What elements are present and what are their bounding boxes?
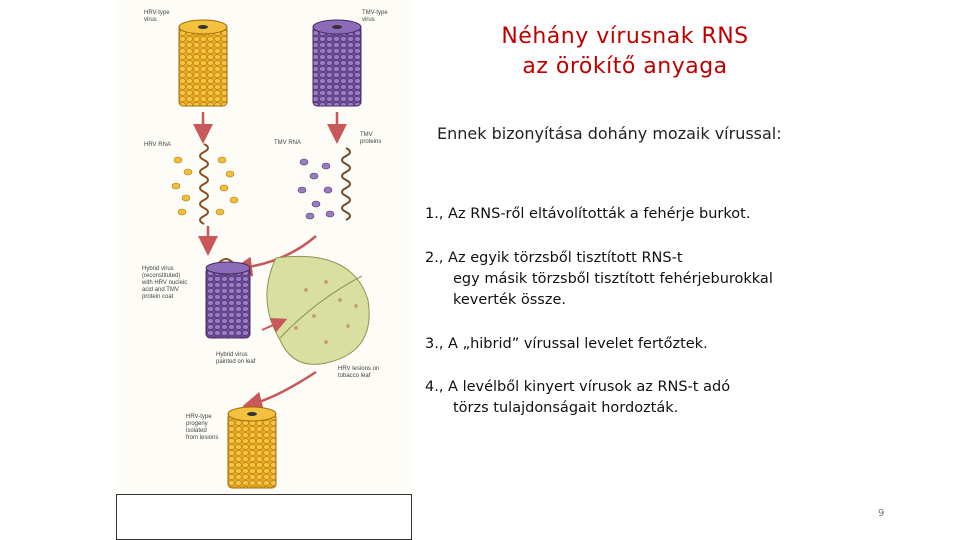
label-tmv-proteins: TMV proteins bbox=[360, 132, 381, 146]
label-hrv-rna: HRV RNA bbox=[144, 142, 171, 149]
arrow-6 bbox=[252, 372, 316, 404]
step-1: 1., Az RNS-ről eltávolították a fehérje … bbox=[425, 204, 750, 225]
figure-caption-box bbox=[116, 494, 412, 540]
step-4-line-1: 4., A levélből kinyert vírusok az RNS-t … bbox=[425, 379, 730, 395]
label-hrv-type: HRV-type virus bbox=[144, 10, 170, 24]
label-hybrid: Hybrid virus (reconstituted) with HRV nu… bbox=[142, 266, 187, 301]
hrv-progeny-virus bbox=[228, 407, 276, 488]
slide-title: Néhány vírusnak RNS az örökítő anyaga bbox=[440, 22, 810, 82]
step-2-line-2: egy másik törzsből tisztított fehérjebur… bbox=[425, 269, 773, 290]
step-4: 4., A levélből kinyert vírusok az RNS-t … bbox=[425, 377, 730, 419]
label-hybrid-painted: Hybrid virus painted on leaf bbox=[216, 352, 255, 366]
title-line-2: az örökítő anyaga bbox=[440, 52, 810, 82]
slide-subtitle: Ennek bizonyítása dohány mozaik vírussal… bbox=[437, 124, 782, 143]
tmv-virus-top bbox=[313, 20, 361, 106]
step-3: 3., A „hibrid” vírussal levelet fertőzte… bbox=[425, 334, 708, 355]
virus-experiment-figure: HRV-type virus TMV-type virus HRV RNA TM… bbox=[116, 0, 412, 494]
label-tmv-rna: TMV RNA bbox=[274, 140, 301, 147]
step-1-line: 1., Az RNS-ről eltávolították a fehérje … bbox=[425, 206, 750, 222]
hrv-proteins bbox=[172, 157, 238, 215]
step-2-line-1: 2., Az egyik törzsből tisztított RNS-t bbox=[425, 250, 683, 266]
label-hrv-lesions: HRV lesions on tobacco leaf bbox=[338, 366, 379, 380]
hrv-virus-top bbox=[179, 20, 227, 106]
label-tmv-type: TMV-type virus bbox=[362, 10, 388, 24]
label-progeny: HRV-type progeny isolated from lesions bbox=[186, 414, 218, 442]
tmv-rna-coil bbox=[342, 148, 350, 220]
title-line-1: Néhány vírusnak RNS bbox=[440, 22, 810, 52]
figure-drawing bbox=[116, 0, 412, 494]
hrv-rna-coil bbox=[200, 144, 208, 224]
step-3-line: 3., A „hibrid” vírussal levelet fertőzte… bbox=[425, 336, 708, 352]
step-4-line-2: törzs tulajdonságait hordozták. bbox=[425, 398, 730, 419]
tmv-proteins bbox=[298, 159, 334, 219]
step-2-line-3: keverték össze. bbox=[425, 290, 773, 311]
hybrid-virus bbox=[206, 259, 250, 338]
page-number: 9 bbox=[878, 508, 884, 519]
step-2: 2., Az egyik törzsből tisztított RNS-t e… bbox=[425, 248, 773, 311]
tobacco-leaf bbox=[267, 256, 369, 364]
